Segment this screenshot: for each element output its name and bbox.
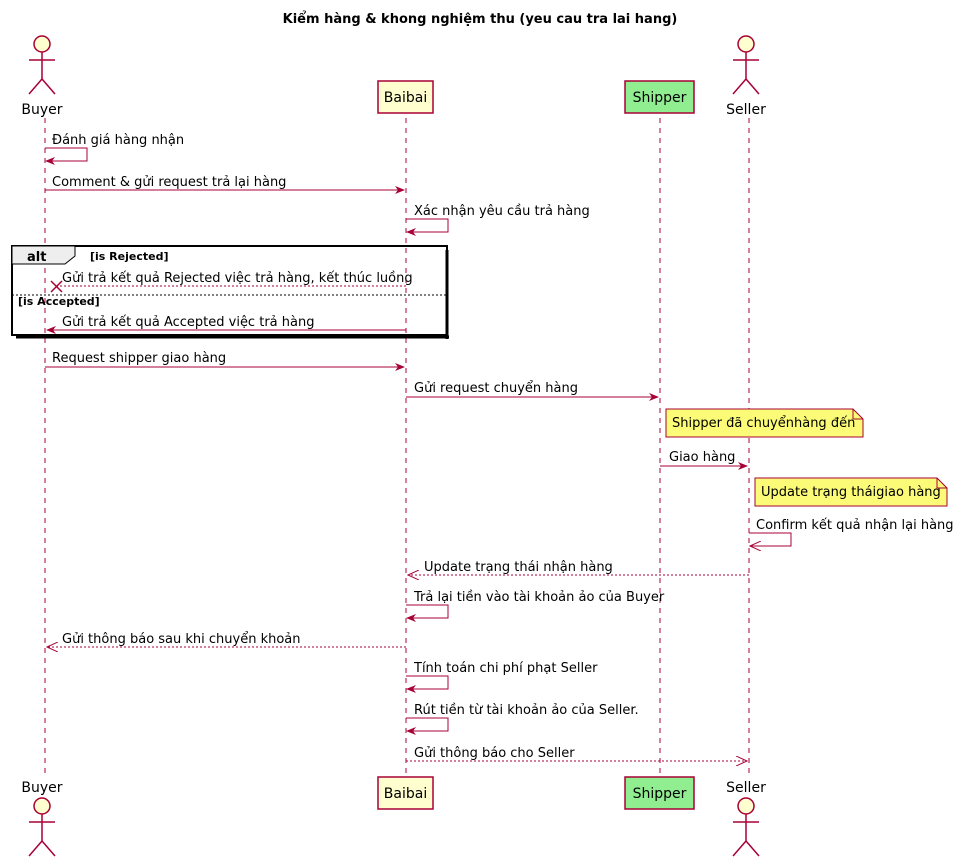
message-seller-to-baibai-update: Update trạng thái nhận hàng [408,560,749,575]
message-label: Gửi trả kết quả Rejected việc trả hàng, … [62,271,413,286]
message-self-baibai-confirm: Xác nhận yêu cầu trả hàng [406,204,590,236]
seller-actor-top: Seller [726,35,766,118]
stick-figure-icon [28,35,56,95]
alt-keyword: alt [27,250,46,265]
message-buyer-to-baibai-request-return: Comment & gửi request trả lại hàng [45,175,405,194]
message-label: Gửi request chuyển hàng [414,381,578,396]
message-label: Gửi thông báo cho Seller [414,746,575,761]
message-label: Gửi trả kết quả Accepted việc trả hàng [62,315,314,330]
message-baibai-to-buyer-notify: Gửi thông báo sau khi chuyển khoản [47,632,406,647]
message-label: Trả lại tiền vào tài khoản ảo của Buyer [413,590,665,605]
alt-frame: alt [is Rejected] [is Accepted] [11,245,449,339]
stick-figure-icon [28,797,56,857]
message-baibai-to-shipper-request: Gửi request chuyển hàng [406,381,659,401]
message-self-baibai-withdraw: Rút tiền từ tài khoản ảo của Seller. [406,703,639,735]
message-label: Confirm kết quả nhận lại hàng [756,518,954,533]
message-label: Xác nhận yêu cầu trả hàng [414,204,590,219]
shipper-label: Shipper [633,90,687,106]
message-shipper-to-seller-deliver: Giao hàng [660,450,748,470]
message-label: Request shipper giao hàng [52,351,226,366]
message-baibai-to-buyer-rejected: Gửi trả kết quả Rejected việc trả hàng, … [50,271,413,293]
stick-figure-icon [732,797,760,857]
seller-actor-bottom: Seller [726,780,766,857]
baibai-label: Baibai [384,786,427,802]
note-shipper-delivered: Shipper đã chuyểnhàng đến [665,408,864,438]
lifelines [44,118,750,775]
seller-label: Seller [726,780,766,796]
baibai-participant-top: Baibai [377,80,434,114]
buyer-actor-top: Buyer [21,35,63,118]
message-label: Tính toán chi phí phạt Seller [413,661,598,676]
note-text: Shipper đã chuyểnhàng đến [672,416,855,431]
guard-accepted: [is Accepted] [18,295,100,308]
buyer-label: Buyer [21,780,62,796]
seller-label: Seller [726,102,766,118]
message-baibai-to-seller-notify: Gửi thông báo cho Seller [406,746,747,761]
message-self-seller-confirm: Confirm kết quả nhận lại hàng [749,518,954,546]
guard-rejected: [is Rejected] [90,250,168,263]
message-label: Rút tiền từ tài khoản ảo của Seller. [414,703,639,718]
note-text: Update trạng tháigiao hàng [761,485,941,500]
baibai-participant-bottom: Baibai [377,776,434,810]
note-update-delivery-status: Update trạng tháigiao hàng [754,477,948,507]
message-self-buyer-evaluate: Đánh giá hàng nhận [45,133,184,165]
diagram-title: Kiểm hàng & khong nghiệm thu (yeu cau tr… [283,11,678,27]
shipper-label: Shipper [633,786,687,802]
buyer-actor-bottom: Buyer [21,780,63,857]
message-label: Update trạng thái nhận hàng [424,560,613,575]
baibai-label: Baibai [384,90,427,106]
message-label: Giao hàng [669,450,735,465]
message-label: Comment & gửi request trả lại hàng [52,175,286,190]
destroy-x-icon [50,280,63,293]
message-baibai-to-buyer-accepted: Gửi trả kết quả Accepted việc trả hàng [46,315,406,334]
message-label: Gửi thông báo sau khi chuyển khoản [62,632,301,647]
stick-figure-icon [732,35,760,95]
message-self-baibai-penalty: Tính toán chi phí phạt Seller [406,661,598,693]
buyer-label: Buyer [21,102,62,118]
shipper-participant-bottom: Shipper [624,776,695,810]
message-label: Đánh giá hàng nhận [52,133,184,148]
shipper-participant-top: Shipper [624,80,695,114]
message-self-baibai-refund: Trả lại tiền vào tài khoản ảo của Buyer [406,590,665,622]
message-buyer-to-baibai-request-shipper: Request shipper giao hàng [45,351,405,371]
